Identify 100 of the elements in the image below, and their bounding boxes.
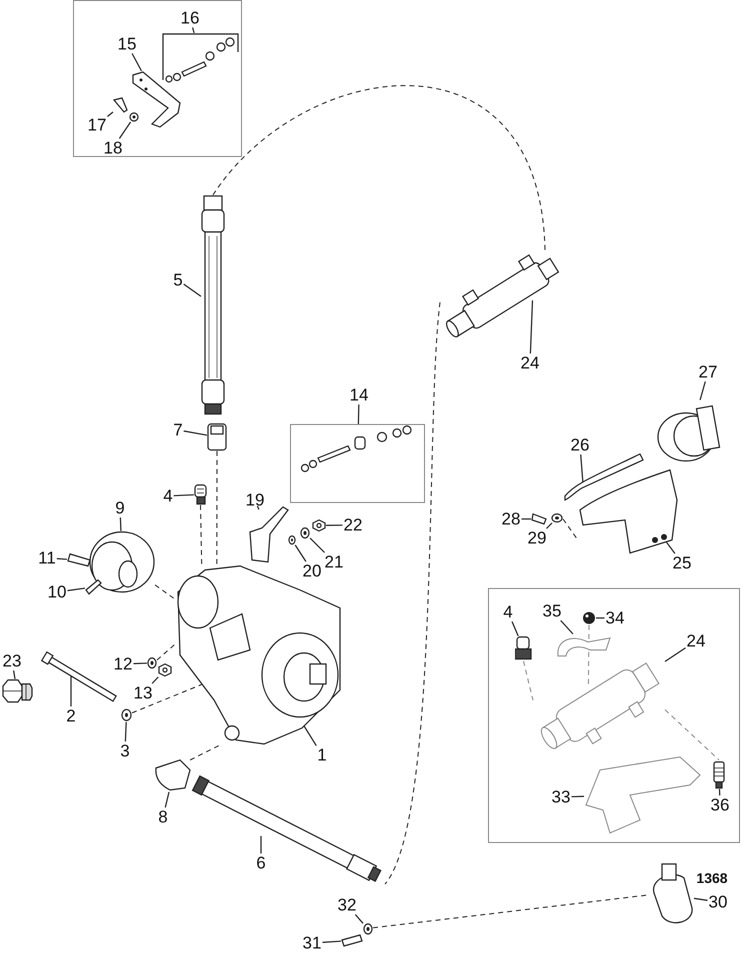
leader-line [530,300,534,354]
assembly-line [132,683,204,714]
leader-line [664,647,686,662]
callout-number: 3 [120,742,130,760]
leader-line [192,27,195,34]
assembly-line [562,518,578,541]
bolt-drawing [113,97,129,114]
callout-number: 32 [338,896,356,914]
washer-drawing [363,923,373,935]
heat-shield-drawing [563,452,645,502]
nut-drawing [158,663,172,677]
callout-number: 23 [2,652,22,670]
assembly-line [384,302,440,885]
callout-number: 13 [134,684,152,702]
leader-line [546,522,552,529]
drain-plug-drawing [194,484,207,505]
leader-line [13,670,16,680]
flange-drawing [89,531,155,593]
elbow-fitting-drawing [154,758,192,792]
callout-number: 14 [350,386,368,404]
callout-number: 9 [115,500,125,516]
leader-line [560,620,574,634]
assembly-line [200,504,202,566]
leader-line [67,588,86,592]
assembly-line [588,624,590,687]
leader-line [184,430,208,436]
leader-line [164,792,170,808]
nut-drawing [582,611,596,625]
leader-line [107,112,114,117]
callout-number: 10 [48,584,66,600]
inset-frame [73,0,242,157]
callout-number: 28 [502,510,520,528]
leader-line [174,494,194,496]
leader-line [700,381,706,400]
nut-drawing [312,519,326,532]
leader-line [664,540,676,554]
bolt-drawing [531,513,548,525]
leader-line [694,898,708,901]
callout-number: 20 [302,562,322,580]
leader-line [354,914,364,924]
leader-line [183,284,202,297]
leader-line [310,538,325,553]
bolt-drawing [341,933,364,948]
assembly-line [154,584,176,600]
assembly-line [216,450,218,566]
mounting-bracket-drawing [584,755,702,835]
callout-number: 17 [88,116,106,134]
assembly-line [523,660,534,701]
leader-line [571,796,584,798]
callout-number: 4 [163,488,173,504]
bracket-drawing [249,506,289,563]
callout-number: 11 [38,550,56,566]
bolt-drawing [85,579,102,595]
washer-drawing [288,535,296,545]
inset-frame [290,424,425,503]
callout-number: 6 [256,854,266,872]
hardware-kit-drawing [162,33,240,83]
sender-drawing [713,760,725,789]
callout-number: 36 [710,796,730,814]
leader-line [322,940,342,943]
leader-line [294,544,306,562]
callout-number: 5 [173,272,183,288]
callout-number: 19 [246,492,264,508]
assembly-line [190,744,221,760]
assembly-line [372,894,648,928]
callout-number: 35 [542,602,562,620]
callout-number: 16 [180,10,200,26]
leader-line [511,621,519,636]
callout-number: 30 [708,894,728,910]
callout-number: 22 [344,516,362,534]
callout-number: 4 [503,604,513,620]
leader-line [522,518,531,520]
washer-drawing [300,527,310,539]
callout-number: 8 [158,808,168,826]
leader-line [580,454,584,484]
washer-drawing [121,709,132,722]
callout-number: 31 [302,934,322,952]
callout-number: 24 [520,354,540,372]
washer-drawing [147,657,157,669]
callout-number: 29 [528,530,546,546]
leader-line [256,506,260,510]
plug-drawing [1,679,33,703]
callout-number: 7 [173,422,183,438]
figure-number: 1368 [696,871,728,885]
leader-line [56,558,68,560]
callout-number: 12 [114,656,132,672]
fitting-drawing [515,636,532,661]
callout-number: 1 [317,746,327,764]
fitting-nut-drawing [207,423,227,451]
leader-line [152,676,159,684]
assembly-line [664,709,720,760]
leader-line [358,404,360,424]
callout-number: 15 [118,36,136,52]
leader-line [124,722,127,742]
leader-line [120,517,122,532]
washer-drawing [551,513,563,523]
bolt-drawing [67,553,91,567]
bracket-drawing [132,71,182,129]
leader-line [118,122,132,139]
nut-drawing [129,112,139,122]
